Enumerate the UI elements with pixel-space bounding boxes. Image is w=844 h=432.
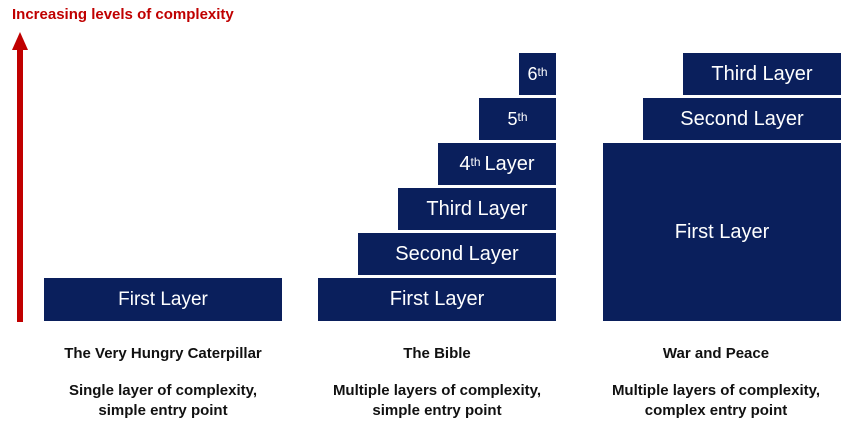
caterpillar-title: The Very Hungry Caterpillar xyxy=(64,345,262,362)
layer-label: Layer xyxy=(484,152,535,175)
layer-label: Second Layer xyxy=(395,242,519,265)
layer-label: First Layer xyxy=(118,288,208,310)
war-and-peace-second-layer: Second Layer xyxy=(643,98,841,140)
description-line: Multiple layers of complexity, xyxy=(332,382,542,399)
caterpillar-description: Single layer of complexity, simple entry… xyxy=(30,381,296,423)
caterpillar-first-layer: First Layer xyxy=(44,278,282,321)
complexity-axis-label: Increasing levels of complexity xyxy=(12,6,234,23)
layer-number: 4 xyxy=(459,152,471,175)
layer-number: 6 xyxy=(527,63,538,84)
description-line: Multiple layers of complexity, xyxy=(611,382,821,399)
war-and-peace-first-layer: First Layer xyxy=(603,143,841,321)
layer-label: First Layer xyxy=(389,288,485,310)
bible-second-layer: Second Layer xyxy=(358,233,556,275)
description-line: simple entry point xyxy=(98,402,228,419)
bible-third-layer: Third Layer xyxy=(398,188,556,230)
layer-label: Third Layer xyxy=(426,197,528,220)
complexity-up-arrow-icon xyxy=(12,32,28,322)
description-line: simple entry point xyxy=(372,402,502,419)
description-line: complex entry point xyxy=(644,402,788,419)
bible-title: The Bible xyxy=(403,345,471,362)
war-and-peace-third-layer: Third Layer xyxy=(683,53,841,95)
bible-first-layer: First Layer xyxy=(318,278,556,321)
war-and-peace-title: War and Peace xyxy=(662,345,770,362)
layer-label: First Layer xyxy=(674,220,770,243)
war-and-peace-description: Multiple layers of complexity, complex e… xyxy=(588,381,844,423)
layer-label: Third Layer xyxy=(711,62,813,85)
description-line: Single layer of complexity, xyxy=(68,382,258,399)
layer-number: 5 xyxy=(507,108,518,129)
layer-label: Second Layer xyxy=(680,107,804,130)
bible-description: Multiple layers of complexity, simple en… xyxy=(303,381,571,423)
